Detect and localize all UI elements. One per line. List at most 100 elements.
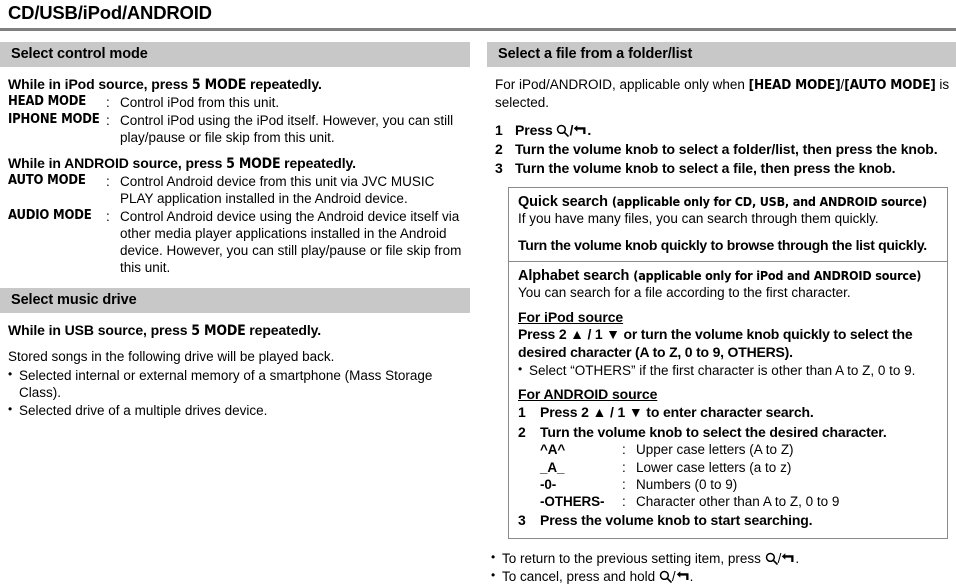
- ipod-lead-post: repeatedly.: [246, 76, 322, 92]
- alphabet-search-title: Alphabet search: [518, 268, 630, 285]
- colon: :: [106, 113, 110, 128]
- footnote-cancel: To cancel, press and hold /.: [502, 568, 956, 585]
- colon: :: [622, 476, 626, 492]
- usb-lead-key: 5 MODE: [191, 323, 246, 339]
- char-class-desc: Lower case letters (a to z): [636, 459, 792, 475]
- step-number: 1: [495, 122, 503, 138]
- quick-search-panel: Quick search (applicable only for CD, US…: [509, 188, 947, 261]
- step-number: 2: [518, 423, 526, 440]
- ipod-source-lead: While in iPod source, press 5 MODE repea…: [8, 76, 466, 93]
- quick-search-title: Quick search: [518, 194, 608, 211]
- step-text: Turn the volume knob to select a file, t…: [515, 159, 896, 176]
- title-divider: [0, 28, 956, 31]
- list-item: • To cancel, press and hold /.: [491, 568, 956, 585]
- ipod-alphabet-instruction: Press 2 ▲ / 1 ▼ or turn the volume knob …: [518, 325, 938, 361]
- android-step1-a: Press 2: [540, 404, 593, 421]
- ipod-instruction-b: / 1: [583, 326, 607, 342]
- step-1: 1 Press /.: [495, 121, 952, 140]
- step-text-post: .: [587, 122, 592, 138]
- for-android-source-subhead: For ANDROID source: [518, 386, 658, 403]
- footnotes: • To return to the previous setting item…: [487, 550, 956, 585]
- android-lead-key: 5 MODE: [226, 156, 281, 172]
- left-column: Select control mode While in iPod source…: [0, 42, 470, 419]
- table-row: ^A^ : Upper case letters (A to Z): [540, 441, 938, 458]
- android-step1-c: to enter character search.: [642, 404, 814, 421]
- iphone-mode-term: IPHONE MODE: [8, 112, 100, 127]
- definition-row: IPHONE MODE : Control iPod using the iPo…: [8, 112, 466, 146]
- bullet-text: Selected drive of a multiple drives devi…: [19, 403, 268, 418]
- down-triangle-icon: ▼: [606, 326, 620, 342]
- slash-separator: /: [569, 122, 574, 138]
- intro-post: is selected.: [495, 77, 950, 110]
- step-text: Press /.: [515, 121, 952, 140]
- step-3: 3 Turn the volume knob to select a file,…: [495, 159, 952, 178]
- list-item: • Select “OTHERS” if the first character…: [518, 362, 938, 379]
- select-file-body: For iPod/ANDROID, applicable only when […: [487, 76, 956, 177]
- control-mode-body: While in iPod source, press 5 MODE repea…: [0, 76, 470, 276]
- step-number: 3: [495, 159, 503, 176]
- step-text-pre: Press: [515, 122, 557, 138]
- step-text: Press the volume knob to start searching…: [540, 512, 813, 529]
- head-mode-desc: Control iPod from this unit.: [120, 95, 280, 110]
- return-arrow-icon: [573, 124, 587, 137]
- table-row: -OTHERS- : Character other than A to Z, …: [540, 493, 938, 510]
- ipod-lead-pre: While in iPod source, press: [8, 76, 192, 92]
- music-drive-body: While in USB source, press 5 MODE repeat…: [0, 322, 470, 419]
- usb-lead-pre: While in USB source, press: [8, 322, 192, 338]
- step-number: 1: [518, 404, 526, 421]
- ipod-lead-key: 5 MODE: [191, 77, 247, 93]
- intro-key-head-mode: [HEAD MODE]: [748, 77, 841, 93]
- definition-row: HEAD MODE : Control iPod from this unit.: [8, 94, 466, 111]
- step-text: Turn the volume knob to select a folder/…: [515, 140, 938, 157]
- bullet-icon: •: [8, 367, 13, 381]
- search-icon: [765, 552, 778, 565]
- android-step-1: 1 Press 2 ▲ / 1 ▼ to enter character sea…: [518, 403, 938, 421]
- usb-source-lead: While in USB source, press 5 MODE repeat…: [8, 322, 466, 339]
- bullet-text: Selected internal or external memory of …: [19, 368, 433, 400]
- for-ipod-source-subhead: For iPod source: [518, 309, 624, 325]
- section-header-select-a-file: Select a file from a folder/list: [487, 42, 956, 67]
- select-file-steps: 1 Press /. 2 Turn the volume knob to sel…: [495, 121, 952, 177]
- definition-row: AUDIO MODE : Control Android device usin…: [8, 208, 466, 276]
- quick-search-heading: Quick search (applicable only for CD, US…: [518, 194, 938, 210]
- right-column: Select a file from a folder/list For iPo…: [487, 42, 956, 585]
- alphabet-search-panel: Alphabet search (applicable only for iPo…: [509, 261, 947, 538]
- android-lead-pre: While in ANDROID source, press: [8, 155, 227, 171]
- head-mode-term: HEAD MODE: [8, 94, 87, 109]
- step-number: 2: [495, 140, 503, 157]
- list-item: • Selected drive of a multiple drives de…: [8, 402, 466, 419]
- table-row: -0- : Numbers (0 to 9): [540, 476, 938, 493]
- auto-mode-desc: Control Android device from this unit vi…: [120, 174, 435, 206]
- intro-mid: /: [840, 77, 845, 92]
- step-text: Turn the volume knob to select the desir…: [540, 423, 887, 440]
- step-2: 2 Turn the volume knob to select a folde…: [495, 140, 952, 159]
- char-class-desc: Numbers (0 to 9): [636, 476, 738, 492]
- quick-search-bold-line: Turn the volume knob quickly to browse t…: [518, 237, 927, 254]
- search-icon: [659, 570, 672, 583]
- android-step-3: 3 Press the volume knob to start searchi…: [518, 511, 938, 529]
- colon: :: [106, 174, 110, 189]
- colon: :: [622, 442, 626, 458]
- return-arrow-icon: [781, 552, 795, 565]
- footnote-return-pre: To return to the previous setting item, …: [502, 550, 765, 566]
- footnote-return-post: .: [795, 550, 800, 566]
- search-info-box: Quick search (applicable only for CD, US…: [508, 187, 948, 539]
- bullet-icon: •: [8, 402, 13, 416]
- ipod-instruction-a: Press 2: [518, 326, 571, 342]
- list-item: • To return to the previous setting item…: [491, 550, 956, 567]
- android-step1-b: / 1: [606, 404, 629, 421]
- search-icon: [556, 124, 570, 137]
- bullet-icon: •: [491, 549, 496, 564]
- bullet-icon: •: [518, 362, 523, 377]
- up-triangle-icon: ▲: [592, 404, 607, 421]
- definition-row: AUTO MODE : Control Android device from …: [8, 173, 466, 207]
- quick-search-note: (applicable only for CD, USB, and ANDROI…: [611, 194, 927, 210]
- char-class-desc: Character other than A to Z, 0 to 9: [636, 494, 840, 510]
- audio-mode-desc: Control Android device using the Android…: [120, 209, 462, 275]
- char-class-desc: Upper case letters (A to Z): [636, 442, 794, 458]
- auto-mode-term: AUTO MODE: [8, 173, 86, 188]
- footnote-return: To return to the previous setting item, …: [502, 550, 956, 567]
- ipod-others-note: Select “OTHERS” if the first character i…: [529, 363, 916, 379]
- quick-search-body: If you have many files, you can search t…: [518, 211, 879, 227]
- down-triangle-icon: ▼: [628, 404, 643, 421]
